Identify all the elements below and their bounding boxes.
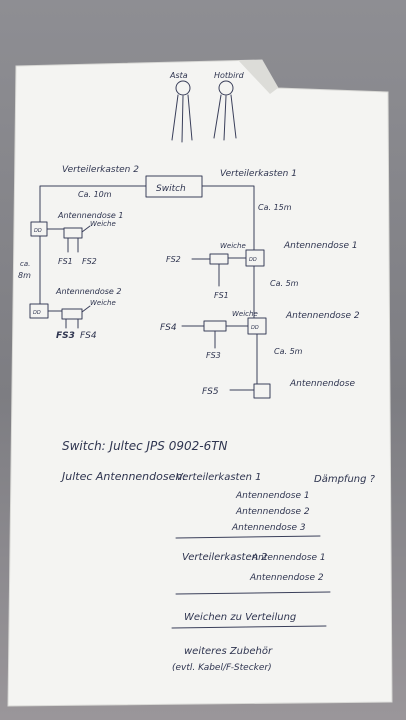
divider-2	[175, 591, 331, 595]
note-vk1-item3: Antennendose 3	[231, 523, 306, 533]
left-splitter2-label: Weiche	[90, 299, 116, 307]
right-outlet1-label: Antennendose 1	[283, 241, 358, 251]
divider-3	[171, 625, 327, 629]
left-outlet1-box-label: DD	[34, 228, 42, 234]
cable2-length: Ca. 10m	[78, 190, 112, 199]
cable-left-top	[39, 185, 147, 223]
right-splitter2-label: Weiche	[232, 310, 258, 318]
note-vk1: Verteilerkasten 1	[176, 472, 262, 483]
right-outlet2-box-label: DD	[251, 325, 259, 331]
left-splitter2-box	[61, 308, 83, 320]
note-vk1-item1: Antennendose 1	[235, 491, 310, 501]
left-splitter1-box	[63, 227, 83, 239]
note-vk2-item1: Antennendose 1	[251, 553, 326, 563]
note-switch: Switch: Jultec JPS 0902-6TN	[62, 439, 228, 453]
left-outlet2-box-label: DD	[33, 310, 41, 316]
left-splitter2-outputs	[65, 305, 91, 329]
paper-fold-shadow	[238, 60, 278, 94]
right-fs3-label: FS3	[206, 351, 221, 360]
note-vk2: Verteilerkasten 2	[182, 552, 268, 563]
switch-label: Switch	[156, 184, 186, 194]
left-fs1-label: FS1	[58, 257, 73, 266]
right-len2-label: Ca. 5m	[274, 347, 303, 356]
right-splitter1-outputs	[191, 258, 220, 287]
dish-label-left: Asta	[169, 71, 188, 80]
right-outlet3-label: Antennendose	[289, 379, 355, 389]
note-zubehoer-detail: (evtl. Kabel/F-Stecker)	[172, 663, 272, 673]
cable1-length: Ca. 15m	[258, 203, 292, 212]
right-outlet3-box	[253, 383, 271, 399]
satellite-dish-left	[171, 80, 193, 143]
note-weichen: Weichen zu Verteilung	[184, 612, 296, 623]
cable1-title: Verteilerkasten 1	[220, 169, 297, 179]
left-splitter1-label: Weiche	[90, 220, 116, 228]
right-fs2-label: FS2	[166, 255, 181, 264]
note-vk1-item2: Antennendose 2	[235, 507, 310, 517]
note-vk2-item2: Antennendose 2	[249, 573, 324, 583]
note-weiteres: weiteres Zubehör	[184, 646, 273, 657]
left-splitter1-outputs	[67, 225, 91, 253]
divider-1	[175, 535, 321, 539]
note-outlets-label: Jultec Antennendosen:	[60, 470, 186, 483]
right-len1-label: Ca. 5m	[270, 279, 299, 288]
right-outlet1-box-label: DD	[249, 257, 257, 263]
cable-right-top	[201, 185, 255, 251]
left-outlet1-label: Antennendose 1	[57, 211, 123, 220]
right-outlet2-label: Antennendose 2	[285, 311, 360, 321]
cable2-title: Verteilerkasten 2	[62, 165, 139, 175]
left-fs3-label: FS3	[56, 331, 75, 341]
satellite-dish-right	[213, 80, 237, 141]
left-vertical-length-a: ca.	[20, 260, 30, 268]
right-fs4-label: FS4	[160, 323, 177, 333]
right-fs1-label: FS1	[214, 291, 229, 300]
left-outlet2-label: Antennendose 2	[55, 287, 121, 296]
dish-label-right: Hotbird	[214, 71, 245, 80]
left-vertical-length-b: 8m	[18, 271, 31, 280]
right-fs5-label: FS5	[202, 387, 219, 397]
right-splitter1-label: Weiche	[220, 242, 246, 250]
left-fs2-label: FS2	[82, 257, 97, 266]
left-fs4-label: FS4	[80, 331, 97, 341]
note-daempfung: Dämpfung ?	[314, 474, 376, 485]
right-splitter2-outputs	[181, 325, 216, 349]
